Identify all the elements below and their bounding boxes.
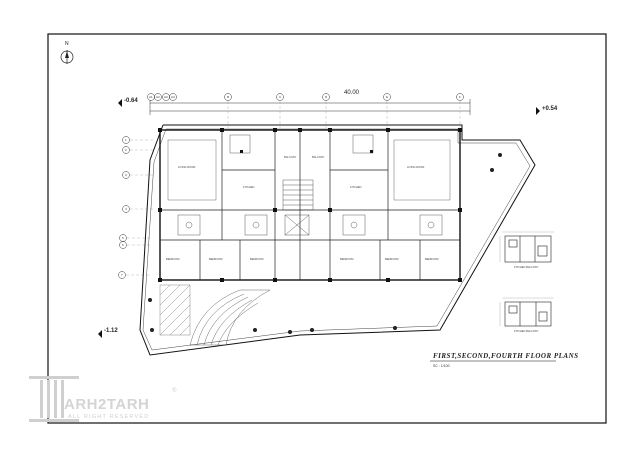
axis-label-left: 2 — [125, 148, 127, 152]
room-label: BEDROOM — [209, 258, 223, 261]
axis-label-top: D — [325, 95, 328, 99]
hatched-area — [159, 284, 191, 336]
detail-plan-2-dims — [499, 297, 554, 326]
axis-label-top: B — [227, 95, 230, 99]
detail-label: KITCHEN BALCONY — [514, 330, 539, 333]
room-label: BEDROOM — [166, 258, 180, 261]
room-label: BALCONY — [284, 156, 297, 159]
curved-ramp — [189, 289, 271, 346]
room-label: KITCHEN — [350, 186, 362, 189]
axis-guides-top — [227, 101, 461, 128]
room-label: LIVING ROOM — [178, 166, 196, 169]
room-label: BALCONY — [312, 156, 325, 159]
axis-bubbles-top — [147, 93, 464, 101]
drawing-frame — [47, 33, 607, 424]
top-dimension-line — [149, 99, 471, 115]
detail-plan-2 — [504, 301, 552, 327]
site-boundary — [139, 124, 536, 356]
brand-logo-icon — [29, 376, 79, 422]
living-rooms — [167, 139, 451, 201]
room-label: LIVING ROOM — [407, 166, 425, 169]
overall-dimension: 40.00 — [344, 90, 360, 96]
axis-label-left: 5 — [122, 236, 124, 240]
planter-trees — [148, 153, 502, 334]
detail-label: KITCHEN BALCONY — [514, 266, 539, 269]
axis-label-left: 6 — [122, 243, 124, 247]
axis-label-top: A2 — [156, 95, 160, 99]
structural-columns — [158, 128, 462, 282]
watermark-tagline: ALL RIGHT RESERVED — [68, 414, 150, 420]
axis-label-left: 4 — [125, 207, 127, 211]
north-label: N — [65, 41, 69, 47]
stair-core — [282, 179, 314, 236]
room-label: BEDROOM — [425, 258, 439, 261]
axis-label-top: F — [459, 95, 461, 99]
north-arrow-icon — [60, 50, 74, 64]
sheet-scale: SC : 1/100 — [433, 364, 450, 368]
level-top-left: -0.64 — [124, 98, 138, 104]
building-walls — [159, 129, 461, 281]
axis-label-top: A1 — [149, 95, 153, 99]
axis-label-left: 7 — [121, 273, 123, 277]
axis-guides-left — [126, 139, 155, 276]
sheet-title: FIRST,SECOND,FOURTH FLOOR PLANS — [433, 352, 579, 360]
axis-label-top: C — [279, 95, 282, 99]
level-markers — [98, 99, 540, 338]
detail-plan-1 — [504, 235, 552, 263]
bathroom-fixtures — [177, 134, 443, 236]
watermark-brand: ARH2TARH — [64, 396, 150, 413]
axis-label-left: 1 — [125, 138, 127, 142]
axis-label-top: A3 — [164, 95, 168, 99]
axis-label-left: 3 — [125, 173, 127, 177]
room-label: KITCHEN — [243, 186, 255, 189]
axis-label-top: A4 — [171, 95, 175, 99]
axis-label-top: E — [386, 95, 389, 99]
axis-bubbles-left — [118, 136, 130, 279]
detail-plan-1-dims — [499, 231, 554, 262]
watermark-registered: ® — [172, 388, 177, 394]
room-label: BEDROOM — [250, 258, 264, 261]
level-bottom-left: -1.12 — [104, 328, 118, 334]
level-top-right: +0.54 — [542, 106, 558, 112]
room-label: BEDROOM — [385, 258, 399, 261]
room-label: BEDROOM — [340, 258, 354, 261]
